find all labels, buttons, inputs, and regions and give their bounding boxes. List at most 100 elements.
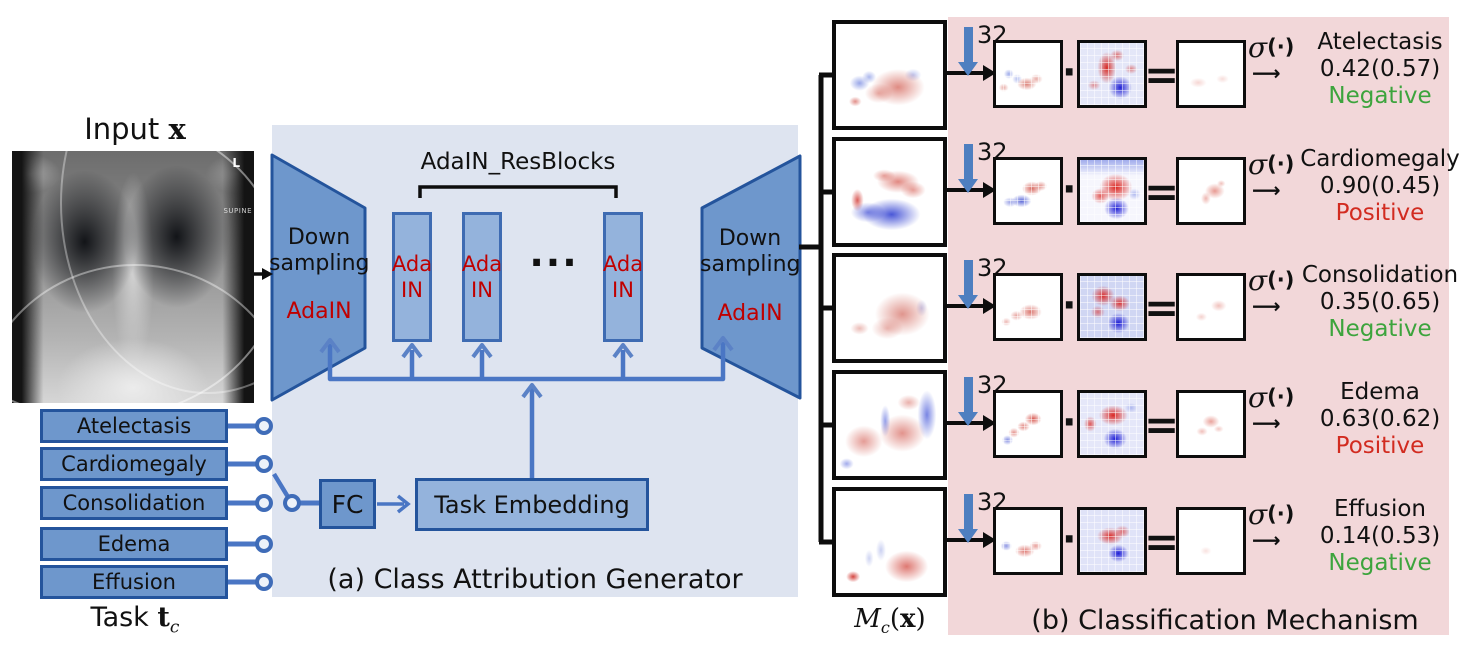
downsampled-attribution-square [993, 507, 1063, 575]
style-feed-arrows [319, 336, 734, 478]
task-port-circle [255, 417, 273, 435]
selector-switch-arm [272, 472, 290, 499]
resblocks-ellipsis: ... [529, 231, 579, 275]
prediction-verdict: Positive [1335, 200, 1425, 226]
adain-block-line1: Ada [391, 252, 433, 276]
task-port-circle [255, 455, 273, 473]
adain-block-line1: Ada [602, 252, 644, 276]
class-attribution-map [832, 20, 947, 130]
product-result-square [1176, 157, 1246, 225]
map-to-feature-arrowhead [983, 298, 996, 314]
task-box-edema: Edema [40, 527, 228, 561]
equals-operator: = [1144, 400, 1180, 449]
prediction-class-name: Atelectasis [1317, 29, 1443, 55]
sigmoid-operator: σ(·)⟶ [1248, 498, 1302, 552]
product-result-square [1176, 507, 1246, 575]
map-to-feature-arrowhead [983, 532, 996, 548]
channel-arrow [964, 494, 973, 530]
equals-operator: = [1144, 50, 1180, 99]
chest-xray-image: L SUPINE [12, 151, 254, 403]
sigma-symbol: σ [1248, 31, 1268, 64]
output-bracket [799, 72, 833, 545]
adain-resblock: Ada IN [603, 212, 643, 342]
prediction-block: Effusion 0.14(0.53) Negative [1298, 496, 1462, 577]
prediction-score: 0.42(0.57) [1319, 56, 1441, 82]
maps-label-close: ) [915, 604, 926, 634]
prediction-block: Consolidation 0.35(0.65) Negative [1298, 262, 1462, 343]
input-title-prefix: Input [84, 112, 160, 146]
left-downsampling-label: Down sampling [269, 225, 369, 277]
xray-supine-label: SUPINE [223, 207, 252, 215]
maps-label-argument: x [900, 604, 916, 634]
sigma-argument: (·) [1267, 385, 1295, 409]
prediction-block: Cardiomegaly 0.90(0.45) Positive [1298, 146, 1462, 227]
down-label: Down [718, 226, 782, 251]
adain-block-line2: IN [612, 278, 634, 302]
sigmoid-operator: σ(·)⟶ [1248, 31, 1302, 85]
task-caption: Task tc [50, 602, 220, 637]
class-weight-square [1077, 273, 1147, 341]
classifier-row-atelectasis: 32 · = σ(·)⟶ Atelectasis 0.42(0.57) Nega… [0, 20, 1464, 130]
classifier-row-edema: 32 · = σ(·)⟶ Edema 0.63(0.62) Positive [0, 370, 1464, 480]
class-weight-square [1077, 507, 1147, 575]
classifier-row-cardiomegaly: 32 · = σ(·)⟶ Cardiomegaly 0.90(0.45) Pos… [0, 137, 1464, 247]
selector-pivot-circle [283, 494, 301, 512]
task-symbol: t [157, 602, 170, 633]
dot-product-operator: · [1062, 50, 1077, 94]
task-connectors [228, 417, 319, 591]
prediction-score: 0.90(0.45) [1319, 173, 1441, 199]
adain-resblock: Ada IN [392, 212, 432, 342]
resblocks-bracket [418, 185, 618, 198]
generator-caption: (a) Class Attribution Generator [327, 564, 743, 595]
channel-arrow [964, 27, 973, 63]
equals-operator: = [1144, 283, 1180, 332]
map-to-feature-arrowhead [983, 65, 996, 81]
product-result-square [1176, 390, 1246, 458]
channel-arrow [964, 144, 973, 180]
prediction-class-name: Consolidation [1301, 262, 1459, 288]
left-adain-label: AdaIN [286, 299, 352, 324]
maps-label-subscript: c [880, 618, 890, 638]
prediction-verdict: Negative [1328, 83, 1432, 109]
task-subscript: c [169, 617, 180, 638]
attribution-maps-label: Mc(x) [835, 604, 945, 637]
catheter-line [12, 264, 254, 403]
adain-block-line1: Ada [461, 252, 503, 276]
task-box-atelectasis: Atelectasis [40, 409, 228, 443]
xray-left-marker: L [232, 156, 240, 170]
sigma-argument: (·) [1267, 268, 1295, 292]
class-weight-square [1077, 157, 1147, 225]
input-symbol: x [168, 112, 186, 146]
sigma-argument: (·) [1267, 152, 1295, 176]
fc-block: FC [319, 479, 376, 529]
map-to-feature-arrowhead [983, 182, 996, 198]
adain-block-line2: IN [471, 278, 493, 302]
prediction-score: 0.14(0.53) [1319, 523, 1441, 549]
dot-product-operator: · [1062, 517, 1077, 561]
classifier-row-consolidation: 32 · = σ(·)⟶ Consolidation 0.35(0.65) Ne… [0, 253, 1464, 363]
prediction-block: Atelectasis 0.42(0.57) Negative [1298, 29, 1462, 110]
sigmoid-operator: σ(·)⟶ [1248, 264, 1302, 318]
channel-arrowhead [958, 412, 978, 426]
prediction-block: Edema 0.63(0.62) Positive [1298, 379, 1462, 460]
sigma-symbol: σ [1248, 148, 1268, 181]
sampling-label: sampling [700, 252, 801, 277]
task-box-effusion: Effusion [40, 565, 228, 599]
right-downsampling-label: Down sampling [700, 226, 800, 278]
prediction-score: 0.63(0.62) [1319, 406, 1441, 432]
sigma-argument: (·) [1267, 35, 1295, 59]
sigma-output-arrow: ⟶ [1252, 61, 1281, 85]
prediction-verdict: Negative [1328, 316, 1432, 342]
task-caption-prefix: Task [90, 602, 149, 633]
sigmoid-operator: σ(·)⟶ [1248, 381, 1302, 435]
prediction-verdict: Negative [1328, 550, 1432, 576]
task-embedding-block: Task Embedding [415, 478, 649, 531]
down-label: Down [287, 225, 351, 250]
adain-block-line2: IN [401, 278, 423, 302]
channel-arrow [964, 377, 973, 413]
class-weight-square [1077, 40, 1147, 108]
fc-to-embedding-arrow [377, 494, 411, 514]
prediction-score: 0.35(0.65) [1319, 289, 1441, 315]
maps-label-open: ( [889, 604, 901, 634]
